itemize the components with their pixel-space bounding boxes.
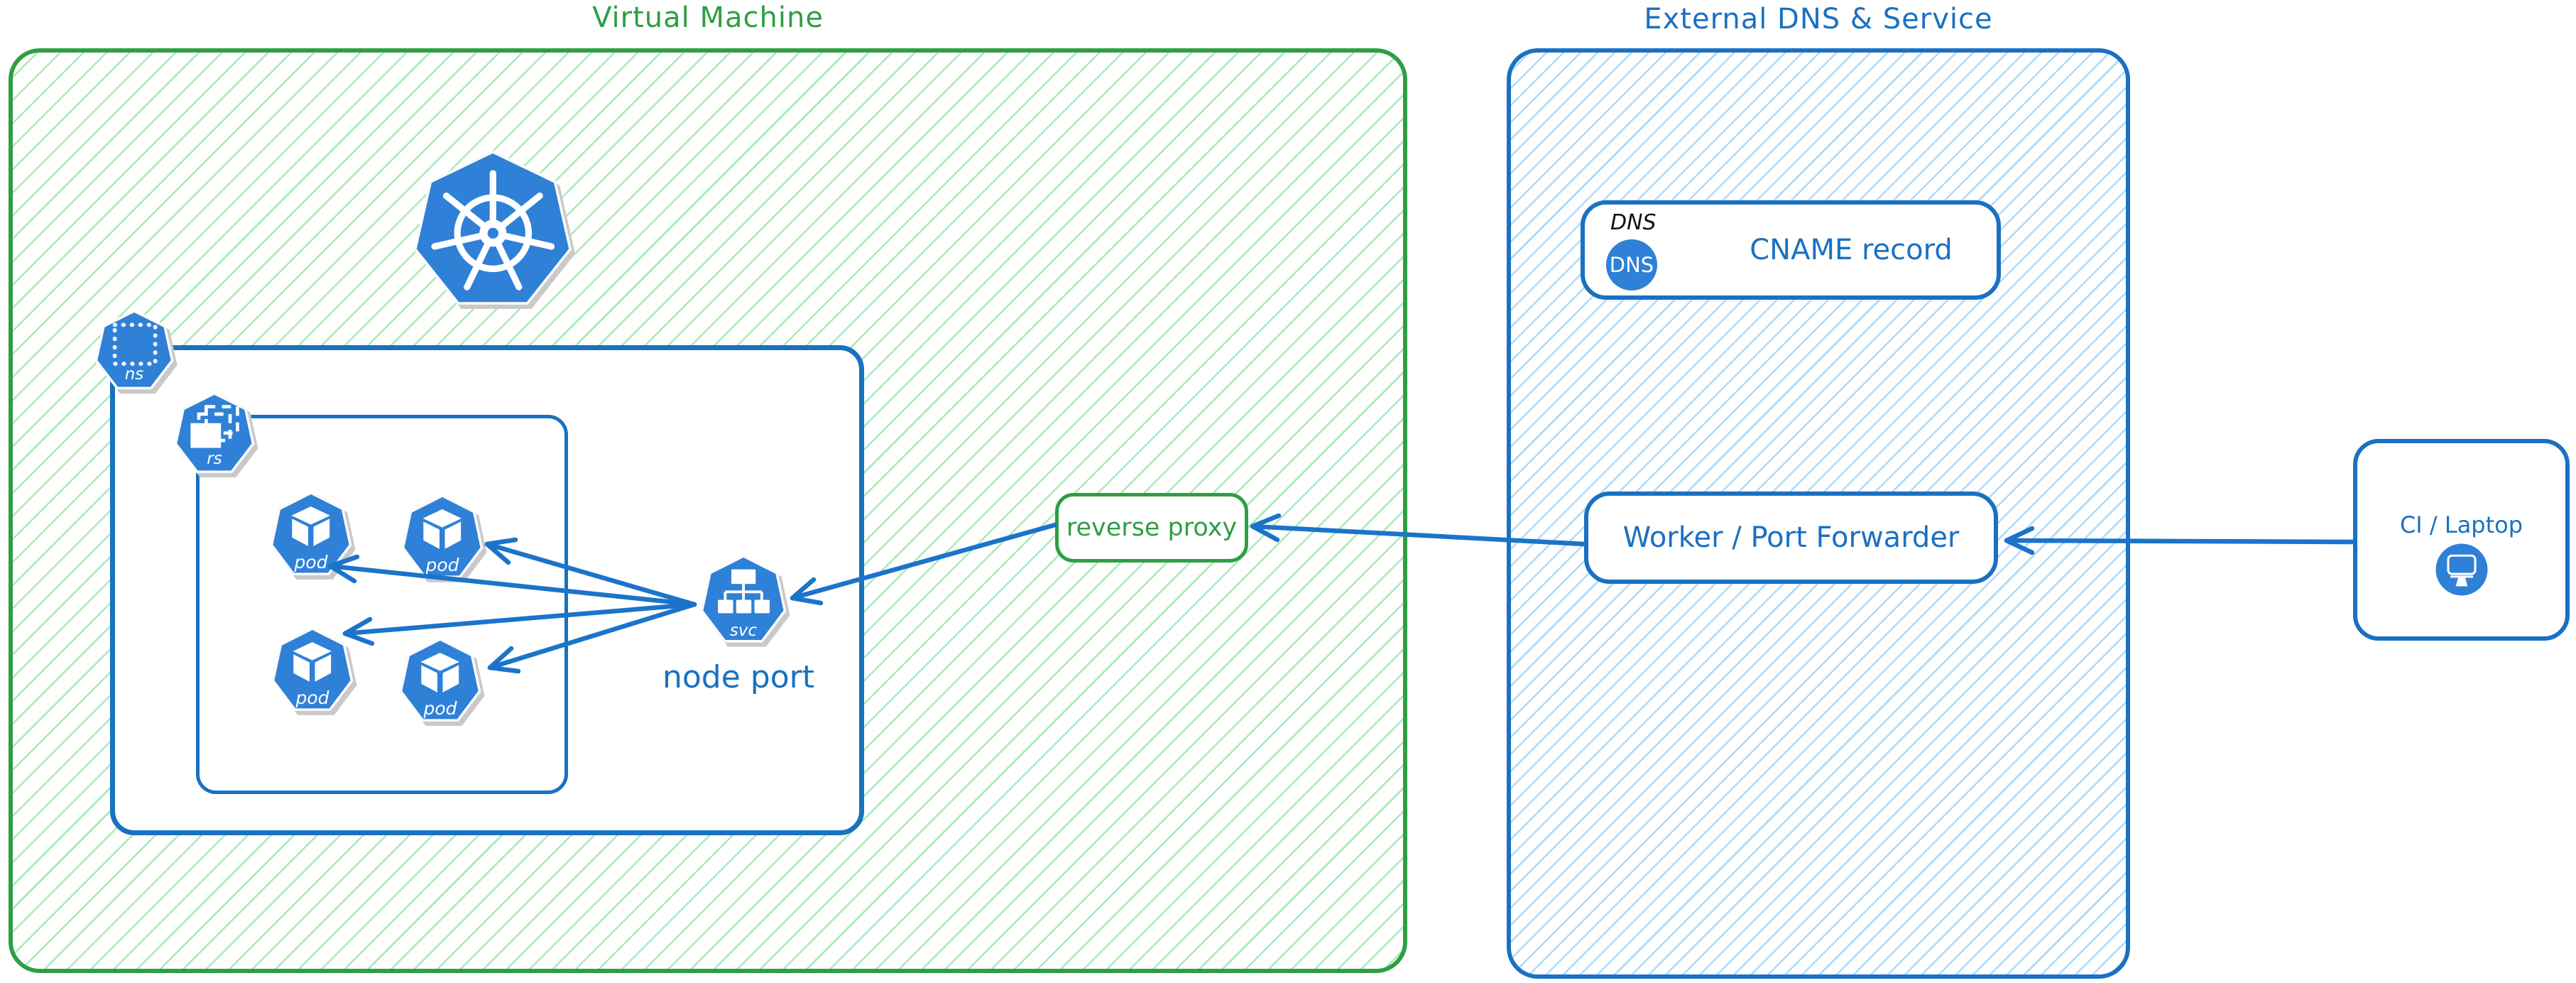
namespace-icon-label: ns — [124, 364, 144, 384]
reverse-proxy-box: reverse proxy — [1055, 493, 1248, 563]
worker-port-forwarder-label: Worker / Port Forwarder — [1622, 521, 1960, 554]
pod-icon: pod — [269, 492, 353, 580]
external-dns-title: External DNS & Service — [1644, 3, 1993, 36]
virtual-machine-title: Virtual Machine — [592, 1, 824, 34]
ci-laptop-label: CI / Laptop — [2399, 511, 2523, 538]
pod-icon: pod — [271, 627, 354, 715]
ci-laptop-box: CI / Laptop — [2353, 439, 2570, 641]
pod-icon-label: pod — [294, 552, 328, 573]
cname-record-label: CNAME record — [1750, 234, 1953, 266]
namespace-icon: ns — [94, 310, 175, 393]
worker-port-forwarder-box: Worker / Port Forwarder — [1584, 492, 1998, 584]
replicaset-icon: rs — [173, 392, 256, 477]
cname-record-card: DNS DNS CNAME record — [1581, 200, 2001, 300]
pod-icon-label: pod — [423, 698, 457, 719]
service-icon: svc — [699, 555, 787, 647]
dns-tag: DNS — [1610, 210, 1657, 235]
replicaset-icon-label: rs — [207, 449, 222, 468]
dns-icon: DNS — [1606, 239, 1657, 290]
pod-icon: pod — [400, 494, 484, 582]
pod-icon-label: pod — [425, 555, 459, 576]
pod-icon-label: pod — [295, 688, 329, 709]
service-icon-label: svc — [729, 621, 758, 640]
pod-icon: pod — [398, 638, 482, 726]
reverse-proxy-label: reverse proxy — [1066, 514, 1238, 542]
node-port-caption: node port — [662, 659, 814, 695]
monitor-icon — [2435, 543, 2487, 596]
kubernetes-logo-icon — [412, 151, 574, 313]
dns-icon-text: DNS — [1609, 253, 1654, 277]
